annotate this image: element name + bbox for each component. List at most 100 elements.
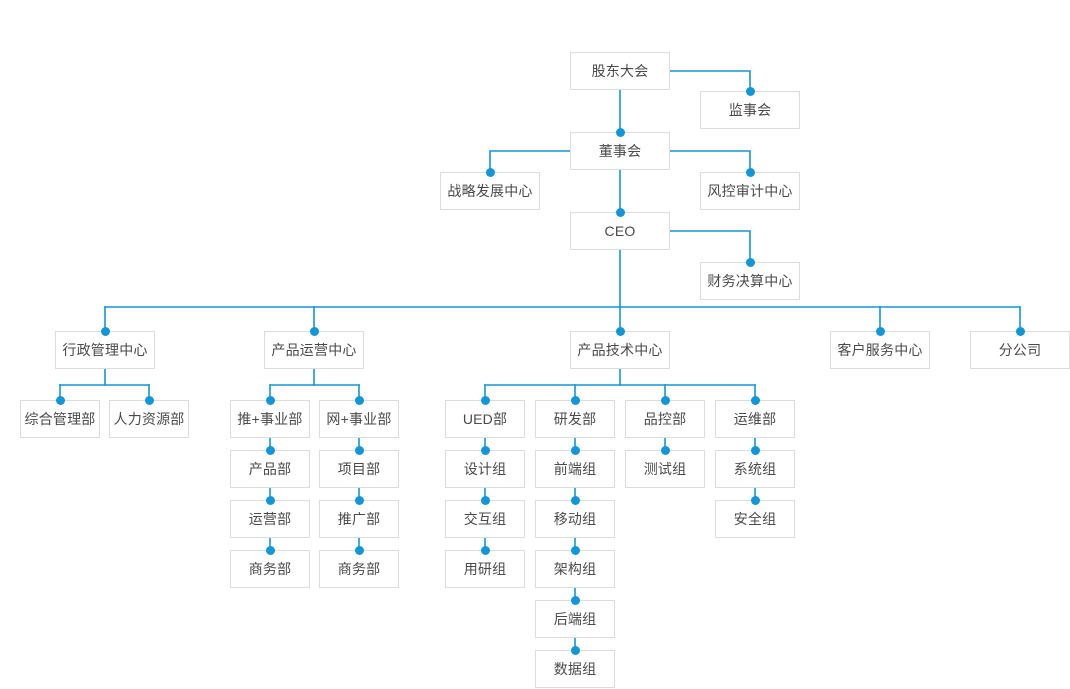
org-node[interactable]: 品控部	[625, 400, 705, 438]
org-node[interactable]: 交互组	[445, 500, 525, 538]
org-node[interactable]: UED部	[445, 400, 525, 438]
org-node[interactable]: 推广部	[319, 500, 399, 538]
org-node[interactable]: 战略发展中心	[440, 172, 540, 210]
org-node[interactable]: 架构组	[535, 550, 615, 588]
org-node-label: 董事会	[598, 143, 642, 159]
org-node-label: CEO	[604, 223, 636, 239]
org-node[interactable]: 后端组	[535, 600, 615, 638]
org-node[interactable]: 测试组	[625, 450, 705, 488]
org-node-label: 用研组	[463, 561, 507, 577]
org-node[interactable]: 人力资源部	[109, 400, 189, 438]
connector-dot-icon	[745, 257, 755, 267]
org-node[interactable]: 客户服务中心	[830, 331, 930, 369]
org-node-label: 商务部	[337, 561, 381, 577]
org-node-label: 股东大会	[591, 63, 649, 79]
org-node-label: 产品技术中心	[577, 342, 663, 358]
org-node[interactable]: 运营部	[230, 500, 310, 538]
connector-dot-icon	[570, 495, 580, 505]
connector-dot-icon	[265, 395, 275, 405]
org-node-label: 推广部	[337, 511, 381, 527]
org-node[interactable]: 网+事业部	[319, 400, 399, 438]
org-node-label: 架构组	[553, 561, 597, 577]
connector-dot-icon	[55, 395, 65, 405]
connector-dot-icon	[570, 545, 580, 555]
connector-dot-icon	[1015, 326, 1025, 336]
org-node-label: 系统组	[733, 461, 777, 477]
org-node-label: 研发部	[553, 411, 597, 427]
connector-dot-icon	[875, 326, 885, 336]
org-node-label: 商务部	[248, 561, 292, 577]
org-node[interactable]: 设计组	[445, 450, 525, 488]
org-node-label: 产品运营中心	[271, 342, 357, 358]
org-node-label: 风控审计中心	[707, 183, 793, 199]
org-node-label: 测试组	[643, 461, 687, 477]
org-node[interactable]: 股东大会	[570, 52, 670, 90]
org-node[interactable]: 项目部	[319, 450, 399, 488]
org-node[interactable]: 董事会	[570, 132, 670, 170]
connector-dot-icon	[354, 545, 364, 555]
connector-dot-icon	[570, 595, 580, 605]
connector-dot-icon	[750, 395, 760, 405]
connector-dot-icon	[750, 495, 760, 505]
org-node[interactable]: 移动组	[535, 500, 615, 538]
connector-dot-icon	[485, 167, 495, 177]
connector-dot-icon	[480, 395, 490, 405]
org-node-label: 分公司	[998, 342, 1042, 358]
org-node[interactable]: 数据组	[535, 650, 615, 688]
org-node-label: 人力资源部	[113, 411, 185, 427]
org-node-label: 推+事业部	[237, 411, 303, 427]
org-node[interactable]: 综合管理部	[20, 400, 100, 438]
org-node[interactable]: 产品部	[230, 450, 310, 488]
connector-dot-icon	[570, 445, 580, 455]
org-node-label: 网+事业部	[326, 411, 392, 427]
connector-dot-icon	[144, 395, 154, 405]
org-node-label: 产品部	[248, 461, 292, 477]
org-node-label: UED部	[462, 411, 508, 427]
connector-dot-icon	[480, 495, 490, 505]
org-node[interactable]: 风控审计中心	[700, 172, 800, 210]
org-node-label: 数据组	[553, 661, 597, 677]
connector-dot-icon	[354, 495, 364, 505]
org-node[interactable]: 研发部	[535, 400, 615, 438]
connector-dot-icon	[660, 445, 670, 455]
connector-dot-icon	[615, 326, 625, 336]
org-node[interactable]: CEO	[570, 212, 670, 250]
org-node[interactable]: 安全组	[715, 500, 795, 538]
org-node[interactable]: 前端组	[535, 450, 615, 488]
org-node[interactable]: 系统组	[715, 450, 795, 488]
org-node-label: 移动组	[553, 511, 597, 527]
org-node-label: 项目部	[337, 461, 381, 477]
org-node-label: 安全组	[733, 511, 777, 527]
connector-dot-icon	[615, 207, 625, 217]
org-node-label: 运营部	[248, 511, 292, 527]
org-node[interactable]: 行政管理中心	[55, 331, 155, 369]
org-node[interactable]: 运维部	[715, 400, 795, 438]
org-node-label: 财务决算中心	[707, 273, 793, 289]
connector-dot-icon	[660, 395, 670, 405]
org-node-label: 交互组	[463, 511, 507, 527]
connector-line	[669, 70, 751, 92]
org-node[interactable]: 商务部	[230, 550, 310, 588]
org-node[interactable]: 分公司	[970, 331, 1070, 369]
org-node[interactable]: 产品运营中心	[264, 331, 364, 369]
connector-dot-icon	[354, 445, 364, 455]
connector-dot-icon	[745, 167, 755, 177]
connector-dot-icon	[480, 445, 490, 455]
connector-dot-icon	[745, 86, 755, 96]
org-node-label: 设计组	[463, 461, 507, 477]
org-node-label: 监事会	[728, 102, 772, 118]
org-node[interactable]: 产品技术中心	[570, 331, 670, 369]
org-node[interactable]: 商务部	[319, 550, 399, 588]
connector-dot-icon	[570, 395, 580, 405]
org-node-label: 行政管理中心	[62, 342, 148, 358]
org-node-label: 综合管理部	[24, 411, 96, 427]
org-node-label: 运维部	[733, 411, 777, 427]
org-node[interactable]: 监事会	[700, 91, 800, 129]
org-node-label: 客户服务中心	[837, 342, 923, 358]
connector-line	[669, 150, 751, 173]
org-node[interactable]: 用研组	[445, 550, 525, 588]
connector-dot-icon	[100, 326, 110, 336]
org-node[interactable]: 推+事业部	[230, 400, 310, 438]
org-node[interactable]: 财务决算中心	[700, 262, 800, 300]
